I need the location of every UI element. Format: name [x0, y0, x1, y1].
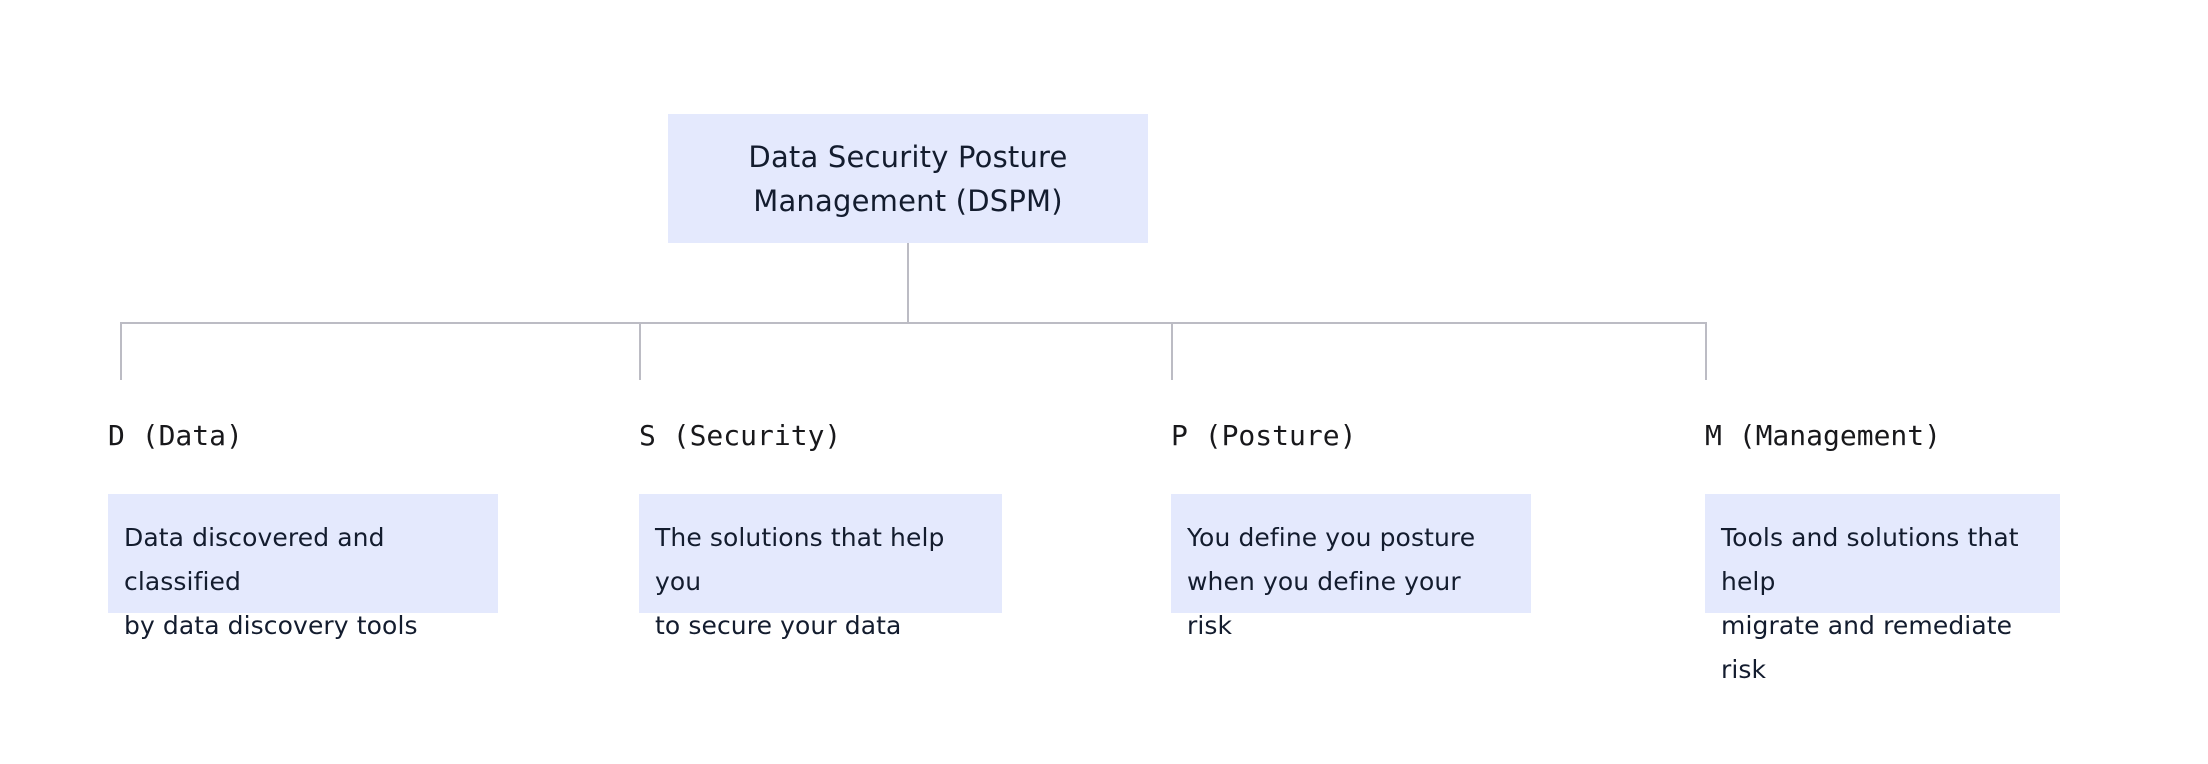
branch-security-text: The solutions that help you to secure yo… — [655, 523, 945, 640]
branch-security-title: S (Security) — [639, 419, 842, 452]
connector-drop-3 — [1171, 322, 1173, 380]
branch-management-text: Tools and solutions that help migrate an… — [1721, 523, 2019, 684]
root-node-label: Data Security Posture Management (DSPM) — [748, 139, 1068, 218]
connector-drop-1 — [120, 322, 122, 380]
branch-data-box: Data discovered and classified by data d… — [108, 494, 498, 640]
branch-data: D (Data) Data discovered and classified … — [108, 419, 498, 640]
branch-posture-box: You define you posture when you define y… — [1171, 494, 1531, 640]
branch-data-title: D (Data) — [108, 419, 243, 452]
branch-security: S (Security) The solutions that help you… — [639, 419, 1002, 640]
branch-data-text: Data discovered and classified by data d… — [124, 523, 418, 640]
branch-security-box: The solutions that help you to secure yo… — [639, 494, 1002, 640]
branch-management: M (Management) Tools and solutions that … — [1705, 419, 2060, 684]
connector-bus — [120, 322, 1707, 324]
branch-posture: P (Posture) You define you posture when … — [1171, 419, 1531, 640]
connector-trunk — [907, 243, 909, 323]
branch-management-title: M (Management) — [1705, 419, 1942, 452]
branch-posture-title: P (Posture) — [1171, 419, 1357, 452]
connector-drop-4 — [1705, 322, 1707, 380]
branch-management-box: Tools and solutions that help migrate an… — [1705, 494, 2060, 684]
root-node-dspm: Data Security Posture Management (DSPM) — [668, 114, 1148, 243]
connector-drop-2 — [639, 322, 641, 380]
branch-posture-text: You define you posture when you define y… — [1187, 523, 1476, 640]
